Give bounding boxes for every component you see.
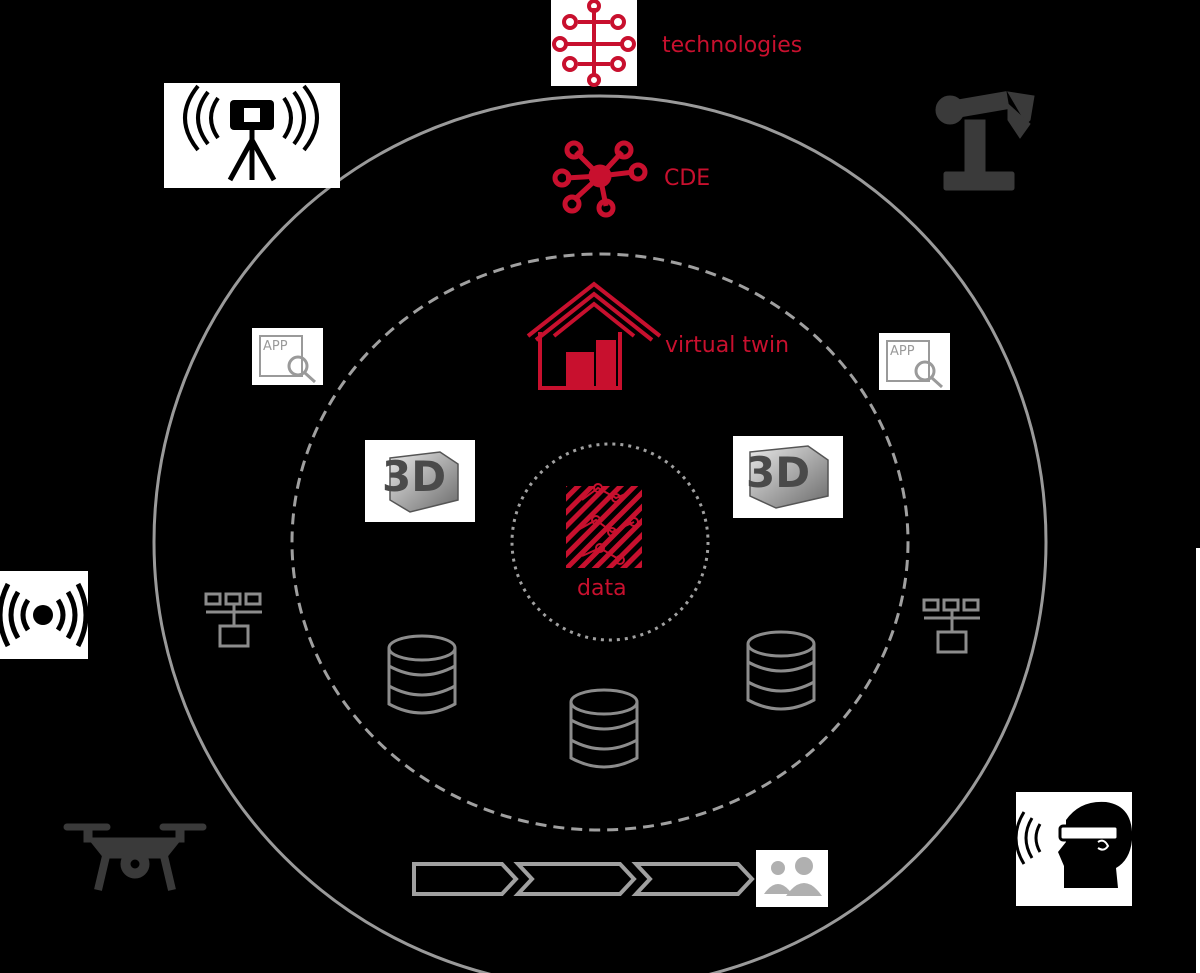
house-icon (526, 281, 662, 390)
hub-network-icon (552, 140, 648, 218)
data-pattern-icon (566, 483, 642, 568)
3d-cube-icon (733, 436, 843, 518)
outer-ring (152, 94, 1048, 973)
technologies-label: technologies (662, 33, 803, 58)
wireless-signal-icon (0, 571, 89, 659)
database-icon (746, 630, 816, 711)
process-arrows-icon (412, 862, 755, 896)
3d-label-left: 3D (382, 452, 447, 501)
edge-strip (1196, 548, 1200, 973)
database-icon (387, 634, 457, 715)
database-icon (569, 688, 639, 769)
virtual-twin-label: virtual twin (665, 333, 790, 358)
3d-cube-icon (365, 440, 475, 522)
data-label: data (577, 576, 627, 601)
vr-head-icon (1014, 792, 1133, 906)
app-label-left: APP (263, 339, 288, 354)
robot-arm-icon (935, 91, 1035, 191)
app-search-icon (879, 333, 950, 390)
hierarchy-icon (922, 598, 980, 654)
hierarchy-icon (204, 592, 262, 648)
middle-ring (290, 252, 910, 832)
users-icon (756, 850, 828, 907)
app-label-right: APP (890, 344, 915, 359)
app-search-icon (252, 328, 323, 385)
laser-scanner-icon (164, 83, 340, 188)
drone-icon (63, 823, 207, 891)
cde-label: CDE (664, 166, 711, 191)
inner-ring (510, 442, 710, 642)
3d-label-right: 3D (746, 448, 811, 497)
circuit-icon (551, 0, 637, 87)
